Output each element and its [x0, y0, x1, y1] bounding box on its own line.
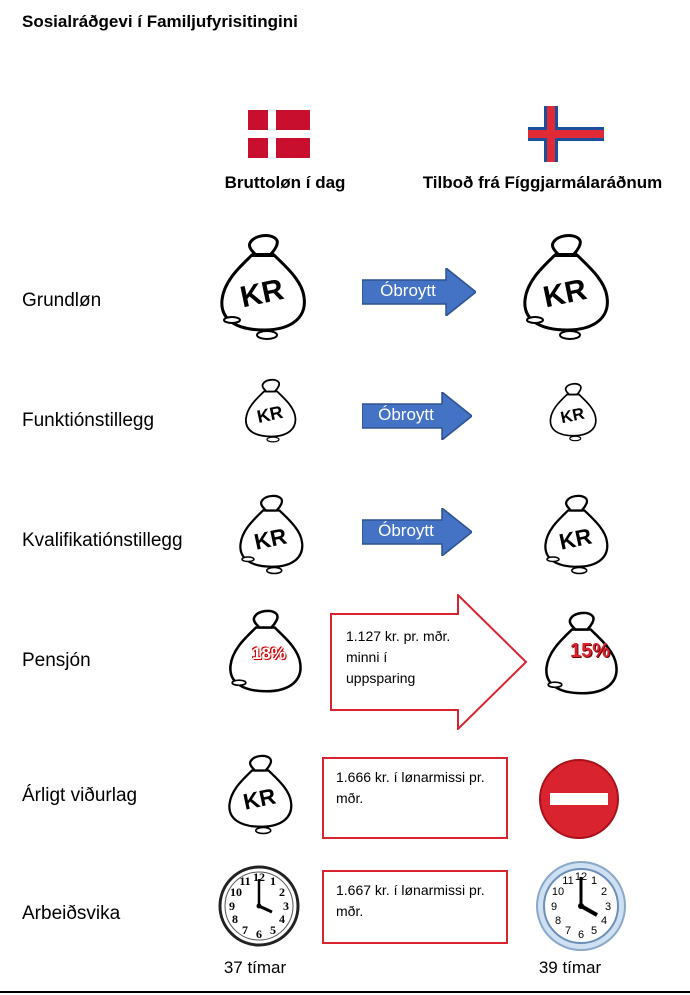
money-bag-icon: KR [212, 225, 312, 350]
svg-text:6: 6 [578, 929, 584, 941]
svg-text:3: 3 [283, 899, 289, 913]
svg-text:8: 8 [232, 912, 238, 926]
workweek-loss-box: 1.667 kr. í lønarmissi pr. mðr. [322, 870, 508, 944]
svg-text:4: 4 [601, 915, 607, 927]
pension-bag-icon: 15% [538, 600, 623, 715]
row-label-funktionstillegg: Funktiónstillegg [22, 410, 155, 431]
pension-change-arrow: 1.127 kr. pr. mðr. minni í uppsparing [330, 592, 528, 735]
svg-text:7: 7 [565, 925, 571, 937]
bonus-loss-text: 1.666 kr. í lønarmissi pr. mðr. [336, 769, 485, 806]
arrow-label: Óbroytt [378, 405, 434, 424]
bottom-rule [0, 991, 690, 993]
unchanged-arrow: Óbroytt [362, 268, 476, 316]
svg-text:5: 5 [270, 923, 276, 937]
workweek-loss-text: 1.667 kr. í lønarmissi pr. mðr. [336, 882, 485, 919]
svg-text:11: 11 [562, 875, 573, 887]
money-bag-icon: KR [233, 488, 308, 583]
unchanged-arrow: Óbroytt [362, 508, 472, 556]
row-label-pensjon: Pensjón [22, 650, 91, 671]
row-label-arligt-vidurlag: Árligt viðurlag [22, 785, 138, 806]
pension-badge-current: 18% [252, 644, 287, 663]
svg-text:5: 5 [591, 925, 597, 937]
column-heading-offer: Tilboð frá Fíggjarmálaráðnum [422, 173, 663, 192]
hours-current: 37 tímar [223, 958, 287, 977]
svg-text:9: 9 [551, 901, 557, 913]
svg-text:6: 6 [256, 927, 262, 941]
svg-text:10: 10 [230, 885, 242, 899]
svg-text:8: 8 [555, 915, 561, 927]
svg-text:1: 1 [270, 874, 276, 888]
money-bag-icon: KR [240, 372, 300, 452]
svg-text:10: 10 [552, 886, 564, 898]
money-bag-icon: KR [515, 225, 615, 350]
faroe-flag-icon [528, 106, 604, 167]
page-title: Sosialráðgevi í Familjufyrisitingini [22, 12, 298, 31]
svg-text:7: 7 [242, 923, 248, 937]
pension-bag-icon: 18% [222, 598, 307, 713]
svg-text:2: 2 [601, 886, 607, 898]
pension-change-text: 1.127 kr. pr. mðr. minni í uppsparing [346, 628, 451, 686]
svg-text:11: 11 [239, 874, 250, 888]
denmark-flag-icon [248, 110, 310, 163]
column-heading-current: Bruttoløn í dag [224, 173, 346, 192]
svg-text:KR: KR [559, 405, 586, 428]
unchanged-arrow: Óbroytt [362, 392, 472, 440]
money-bag-icon: KR [545, 376, 600, 451]
arrow-label: Óbroytt [378, 521, 434, 540]
row-label-arbeidsvika: Arbeiðsvika [22, 903, 121, 924]
arrow-label: Óbroytt [380, 281, 436, 300]
bonus-loss-box: 1.666 kr. í lønarmissi pr. mðr. [322, 757, 508, 839]
no-entry-icon [538, 758, 620, 845]
svg-text:12: 12 [253, 870, 265, 884]
svg-text:3: 3 [605, 901, 611, 913]
hours-offer: 39 tímar [538, 958, 602, 977]
svg-text:9: 9 [229, 899, 235, 913]
svg-text:1: 1 [591, 875, 597, 887]
pension-badge-offer: 15% [570, 640, 611, 662]
row-label-grundlon: Grundløn [22, 290, 102, 311]
money-bag-icon: KR [222, 748, 297, 843]
svg-text:4: 4 [279, 912, 285, 926]
row-label-kvalifikationstillegg: Kvalifikatiónstillegg [22, 530, 183, 551]
svg-text:2: 2 [279, 885, 285, 899]
money-bag-icon: KR [538, 488, 613, 583]
